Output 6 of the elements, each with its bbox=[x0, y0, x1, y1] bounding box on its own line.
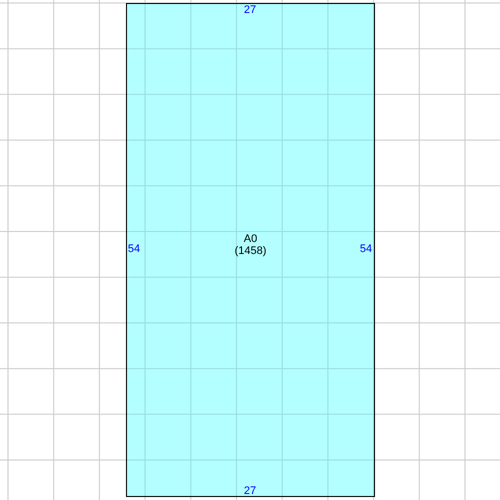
dimension-label: 54 bbox=[128, 243, 140, 255]
dimension-label: 27 bbox=[244, 485, 256, 497]
dimension-label: 54 bbox=[360, 243, 372, 255]
room-name: A0 bbox=[244, 233, 258, 245]
dimension-label: 27 bbox=[244, 4, 256, 16]
room-area: (1458) bbox=[234, 245, 266, 257]
